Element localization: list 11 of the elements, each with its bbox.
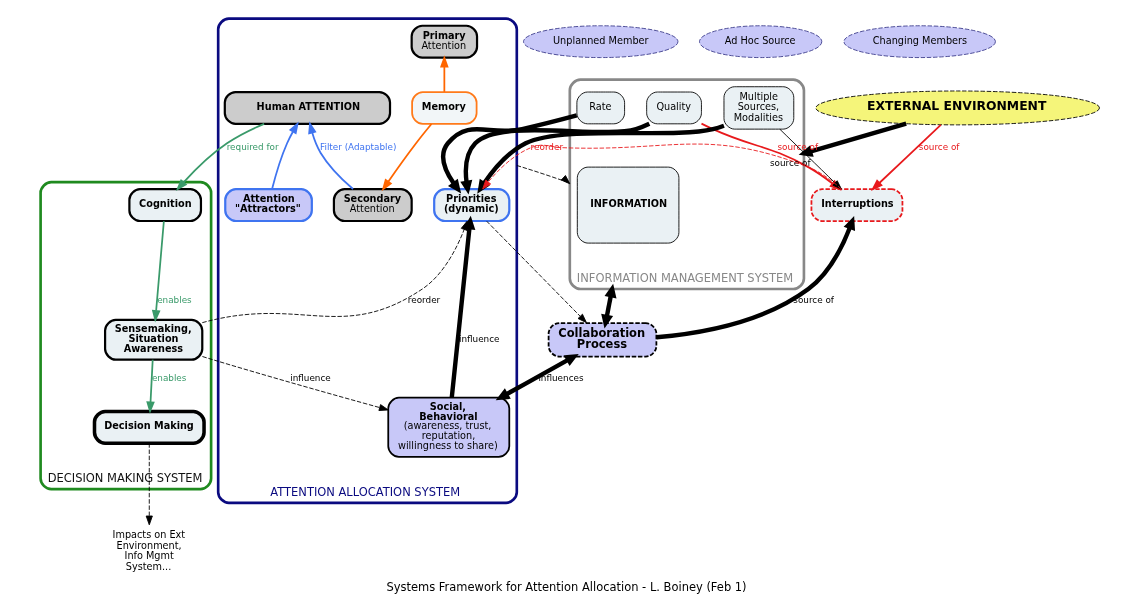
edge-label: influences <box>538 372 584 383</box>
edge-label: source of <box>769 158 811 169</box>
caption: Systems Framework for Attention Allocation - L. Boiney (Feb 1) <box>386 579 747 594</box>
node-text: Impacts on Ext Environment, Info Mgmt System... <box>112 529 186 572</box>
edge-label: reorder <box>407 295 441 306</box>
edge-label: source of <box>918 142 960 153</box>
edge-label: influence <box>290 372 331 383</box>
edge-label: Filter (Adaptable) <box>320 142 397 153</box>
edge-label: reorder <box>530 142 564 153</box>
edge-label: enables <box>151 372 187 383</box>
edge-label: required for <box>226 142 279 153</box>
